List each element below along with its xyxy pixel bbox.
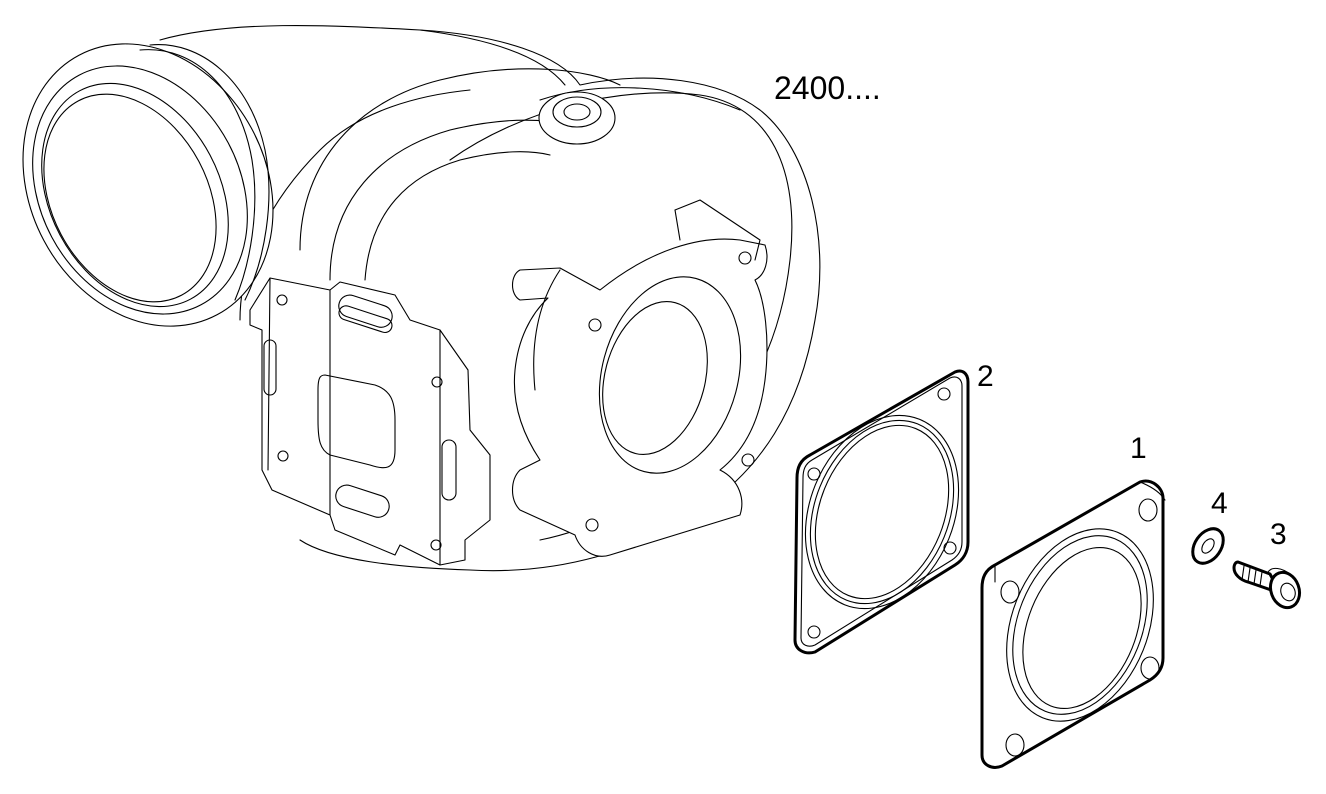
turbine-outlet-flange [511,199,768,557]
callout-part-1: 1 [1130,432,1147,465]
turbine-inlet-flange [249,277,491,566]
part-2-gasket [793,369,970,655]
part-1-flange [980,479,1166,769]
assembly-reference-label: 2400.... [774,70,881,106]
callout-part-3: 3 [1270,518,1287,551]
inlet-ring [22,43,274,327]
callout-part-2: 2 [977,360,994,393]
callout-part-4: 4 [1211,487,1228,520]
part-4-washer [1191,527,1225,565]
turbocharger-housing [22,24,821,572]
part-3-bolt [1232,560,1302,610]
